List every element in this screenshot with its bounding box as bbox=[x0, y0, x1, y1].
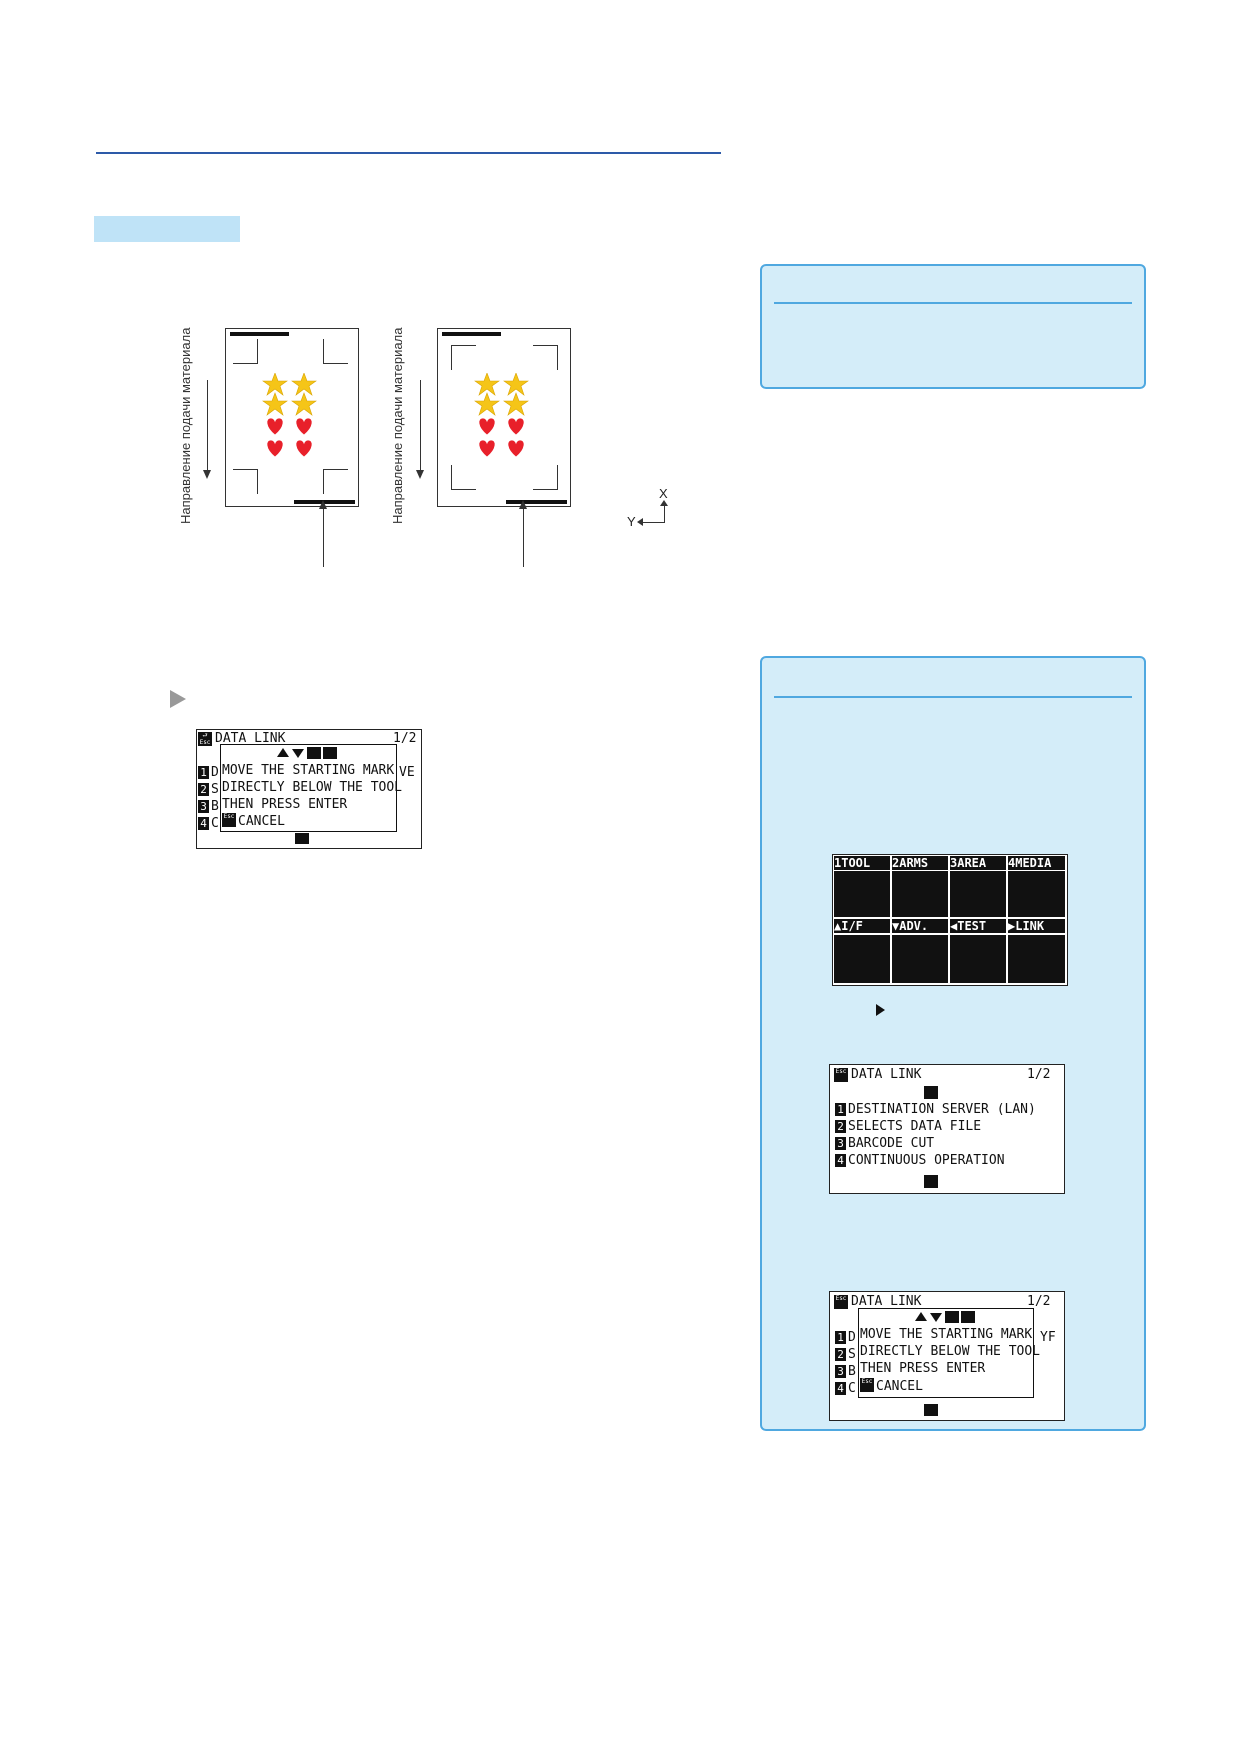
note-box-1 bbox=[760, 264, 1146, 389]
axis-x-line bbox=[664, 505, 665, 523]
area-icon bbox=[950, 871, 1006, 917]
esc-icon: ⮐Esc bbox=[198, 732, 212, 746]
lcd-title: DATA LINK bbox=[215, 731, 286, 746]
esc-icon: Esc bbox=[834, 1068, 848, 1082]
corner-mark bbox=[323, 469, 348, 494]
tool-icon bbox=[834, 871, 890, 917]
scroll-down-icon bbox=[295, 833, 309, 844]
header-rule bbox=[96, 152, 721, 154]
stars-and-hearts-graphic bbox=[262, 373, 317, 458]
down-arrow-icon bbox=[930, 1313, 942, 1322]
feed-arrow-2 bbox=[420, 380, 421, 476]
stars-and-hearts-graphic bbox=[474, 373, 529, 458]
tab-media: 4MEDIA bbox=[1008, 856, 1065, 870]
media-sheet-1 bbox=[225, 328, 359, 507]
advanced-icon bbox=[892, 935, 948, 983]
lcd-title: DATA LINK bbox=[851, 1067, 922, 1082]
axis-y-line bbox=[642, 522, 665, 523]
corner-mark bbox=[451, 345, 476, 370]
up-arrow-icon bbox=[915, 1312, 927, 1321]
enter-key-icon bbox=[961, 1311, 975, 1323]
corner-mark bbox=[533, 465, 558, 490]
esc-icon: Esc bbox=[860, 1378, 874, 1392]
lcd-page: 1/2 bbox=[1027, 1294, 1051, 1309]
lcd-page: 1/2 bbox=[1027, 1067, 1051, 1082]
feed-direction-label-1: Направление подачи материала bbox=[178, 327, 193, 524]
register-mark-bottom-2 bbox=[506, 500, 567, 504]
corner-mark bbox=[323, 339, 348, 364]
lcd-page: 1/2 bbox=[393, 731, 417, 746]
tab-arms: 2ARMS bbox=[892, 856, 948, 870]
up-arrow-icon bbox=[277, 748, 289, 757]
axis-y-label: Y bbox=[627, 514, 636, 529]
feed-arrow-1 bbox=[207, 380, 208, 476]
scroll-up-icon bbox=[924, 1086, 938, 1099]
esc-icon: Esc bbox=[834, 1295, 848, 1309]
media-sheet-2 bbox=[437, 328, 571, 507]
step-play-icon bbox=[170, 690, 186, 708]
link-icon bbox=[1008, 935, 1065, 983]
pointer-arrow-2 bbox=[523, 508, 524, 567]
dialog-line-1: MOVE THE STARTING MARK bbox=[860, 1327, 1033, 1342]
step-arrow-icon bbox=[876, 1004, 885, 1016]
tab-tool: 1TOOL bbox=[834, 856, 890, 870]
tab-if: ▲I/F bbox=[834, 919, 890, 933]
lcd-dialog: MOVE THE STARTING MARK DIRECTLY BELOW TH… bbox=[220, 744, 402, 832]
corner-mark bbox=[233, 469, 258, 494]
scroll-down-icon bbox=[924, 1404, 938, 1416]
dialog-line-2: DIRECTLY BELOW THE TOOL bbox=[222, 780, 403, 795]
dialog-line-1: MOVE THE STARTING MARK bbox=[222, 763, 395, 778]
corner-mark bbox=[233, 339, 258, 364]
feed-direction-label-2: Направление подачи материала bbox=[390, 327, 405, 524]
pointer-arrow-1 bbox=[323, 508, 324, 567]
note-divider bbox=[774, 302, 1132, 304]
register-mark-top-1 bbox=[230, 332, 289, 336]
section-tag bbox=[94, 216, 240, 242]
tab-test: ◀TEST bbox=[950, 919, 1006, 933]
lcd-dialog: MOVE THE STARTING MARK DIRECTLY BELOW TH… bbox=[858, 1308, 1040, 1398]
arms-icon bbox=[892, 871, 948, 917]
esc-icon: Esc bbox=[222, 813, 236, 827]
tab-area: 3AREA bbox=[950, 856, 1006, 870]
enter-key-icon bbox=[323, 747, 337, 759]
dialog-cancel: CANCEL bbox=[876, 1379, 923, 1394]
media-icon bbox=[1008, 871, 1065, 917]
tab-adv: ▼ADV. bbox=[892, 919, 948, 933]
dialog-line-3: THEN PRESS ENTER bbox=[860, 1361, 986, 1376]
lcd-title: DATA LINK bbox=[851, 1294, 922, 1309]
dialog-line-3: THEN PRESS ENTER bbox=[222, 797, 348, 812]
del-key-icon bbox=[307, 747, 321, 759]
corner-mark bbox=[533, 345, 558, 370]
down-arrow-icon bbox=[292, 749, 304, 758]
del-key-icon bbox=[945, 1311, 959, 1323]
interface-icon bbox=[834, 935, 890, 983]
scroll-down-icon bbox=[924, 1175, 938, 1188]
axis-x-label: X bbox=[659, 486, 668, 501]
lcd-main-menu: 1TOOL 2ARMS 3AREA 4MEDIA ▲I/F ▼ADV. ◀TES… bbox=[832, 854, 1068, 986]
tab-link: ▶LINK bbox=[1008, 919, 1065, 933]
dialog-cancel: CANCEL bbox=[238, 814, 285, 829]
note-divider bbox=[774, 696, 1132, 698]
dialog-line-2: DIRECTLY BELOW THE TOOL bbox=[860, 1344, 1041, 1359]
corner-mark bbox=[451, 465, 476, 490]
test-icon bbox=[950, 935, 1006, 983]
register-mark-top-2 bbox=[442, 332, 501, 336]
